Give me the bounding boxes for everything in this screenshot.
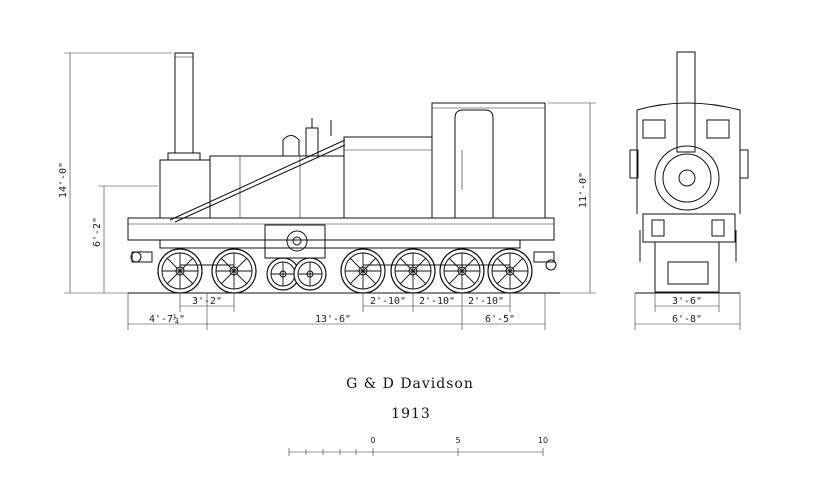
- smokebox-door: [654, 145, 720, 211]
- front-buffer: [131, 251, 153, 263]
- dim-front-wheelbase: 3'-2": [192, 296, 222, 307]
- chimney-base: [167, 152, 201, 161]
- cab: [431, 102, 546, 219]
- dome: [282, 135, 300, 156]
- cylinder: [264, 224, 326, 259]
- wheel: [487, 248, 533, 294]
- end-buffer-beam: [642, 213, 736, 243]
- end-dimensions: 3'-6" 6'-8": [634, 293, 741, 330]
- wheel: [439, 248, 485, 294]
- end-chimney: [676, 51, 696, 153]
- wheel: [211, 248, 257, 294]
- side-tank: [343, 136, 433, 219]
- cab-door: [454, 109, 494, 218]
- drawing-title: G & D Davidson: [346, 376, 474, 392]
- scale-label-0: 0: [370, 436, 375, 445]
- side-elevation: [127, 52, 560, 294]
- dim-rear-span: 6'-5": [485, 314, 515, 325]
- dim-axle-spacing-3: 2'-10": [468, 296, 504, 307]
- dim-front-overhang: 4'-7¼": [149, 313, 185, 325]
- dim-end-gauge: 3'-6": [672, 296, 702, 307]
- wheel: [266, 257, 300, 291]
- scale-bar: 0 5 10: [288, 436, 548, 456]
- wheel: [390, 248, 436, 294]
- side-wheels: [157, 248, 533, 294]
- wheel: [293, 257, 327, 291]
- boiler: [209, 155, 345, 219]
- end-cab: [636, 102, 741, 214]
- drawing-year: 1913: [391, 406, 431, 422]
- dim-centre-span: 13'-6": [315, 314, 351, 325]
- dim-axle-spacing-1: 2'-10": [370, 296, 406, 307]
- dim-end-width: 6'-8": [672, 314, 702, 325]
- end-elevation: [629, 51, 749, 294]
- wheel: [340, 248, 386, 294]
- end-window-left: [642, 119, 666, 139]
- dim-buffer-height: 6'-2": [92, 217, 103, 247]
- wheel: [157, 248, 203, 294]
- dim-cab-height: 11'-0": [578, 172, 589, 208]
- running-plate: [159, 239, 521, 249]
- scale-label-5: 5: [455, 436, 460, 445]
- chimney: [174, 52, 194, 154]
- scale-label-10: 10: [538, 436, 548, 445]
- end-chassis: [654, 241, 720, 293]
- dim-axle-spacing-2: 2'-10": [419, 296, 455, 307]
- rear-buffer: [533, 251, 555, 263]
- safety-valve: [305, 127, 319, 156]
- main-frame: [127, 217, 555, 241]
- dim-overall-height: 14'-0": [58, 162, 69, 198]
- frame-stay: [169, 139, 346, 221]
- side-dimensions: 14'-0" 6'-2" 11'-0" 3'-2" 2'-10" 2'-10" …: [58, 52, 596, 330]
- end-window-right: [706, 119, 730, 139]
